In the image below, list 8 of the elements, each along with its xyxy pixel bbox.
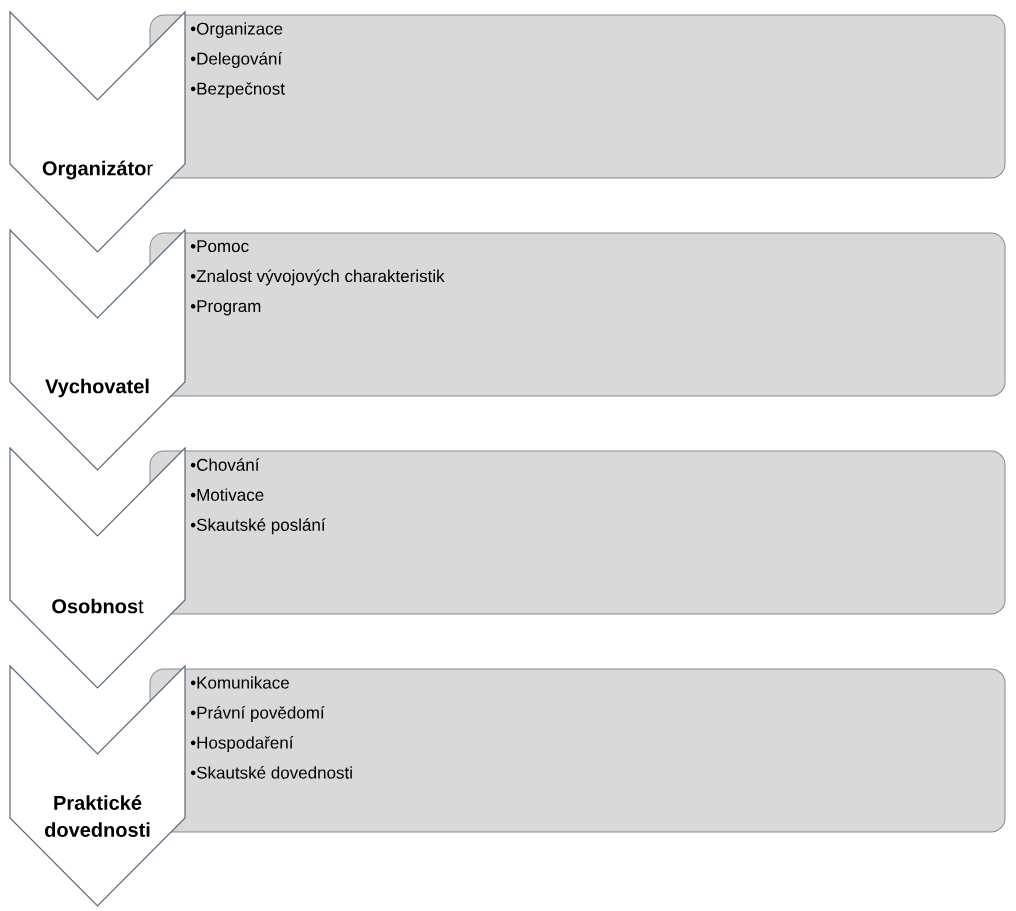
text-box: •Pomoc •Znalost vývojových charakteristik •Program	[149, 232, 1006, 397]
heading-box: Osobnost	[9, 446, 186, 689]
text-box: •Chování •Motivace •Skautské poslání	[149, 450, 1006, 615]
heading-box: Vychovatel	[9, 228, 186, 471]
text-box: •Komunikace •Právní povědomí •Hospodaření •Skautské dovednosti	[149, 668, 1006, 833]
heading-box: Organizátor	[9, 10, 186, 253]
node-label: Praktické dovednosti	[44, 795, 150, 837]
heading-box: Praktické dovednosti	[9, 664, 186, 907]
